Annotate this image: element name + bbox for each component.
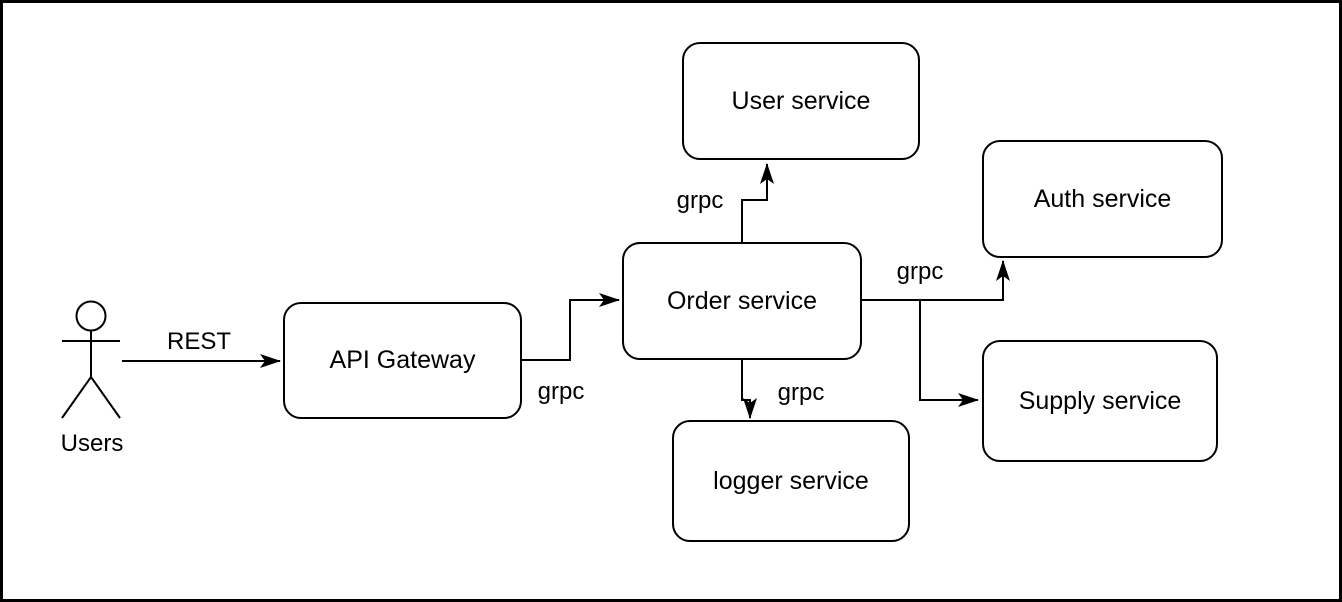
edge-api-gateway-to-order-service	[522, 293, 620, 361]
edge-order-service-to-logger-service	[741, 360, 757, 419]
node-api-gateway: API Gateway	[283, 302, 522, 419]
node-logger-service-label: logger service	[713, 466, 869, 495]
node-auth-service-label: Auth service	[1033, 184, 1172, 213]
node-api-gateway-label: API Gateway	[329, 346, 476, 374]
edge-label-grpc-auth-service: grpc	[896, 258, 944, 285]
users-actor-label: Users	[60, 430, 124, 457]
node-user-service: User service	[682, 42, 920, 160]
node-order-service-label: Order service	[666, 286, 818, 315]
connector-layer	[61, 163, 1010, 419]
edge-order-service-to-auth-service	[862, 260, 1010, 301]
node-auth-service: Auth service	[982, 140, 1223, 258]
node-order-service: Order service	[622, 242, 862, 360]
node-user-service-label: User service	[731, 86, 871, 115]
edge-order-service-to-supply-service	[919, 300, 979, 407]
edge-order-service-to-user-service	[741, 163, 774, 242]
edge-label-grpc-logger-service: grpc	[777, 379, 825, 406]
edge-label-grpc-api-gateway: grpc	[537, 378, 585, 405]
edge-label-grpc-user-service: grpc	[676, 187, 724, 214]
edge-label-rest: REST	[166, 328, 232, 355]
node-supply-service: Supply service	[982, 340, 1218, 462]
node-supply-service-label: Supply service	[1018, 386, 1182, 415]
node-logger-service: logger service	[672, 420, 910, 542]
users-actor-icon	[61, 300, 121, 419]
